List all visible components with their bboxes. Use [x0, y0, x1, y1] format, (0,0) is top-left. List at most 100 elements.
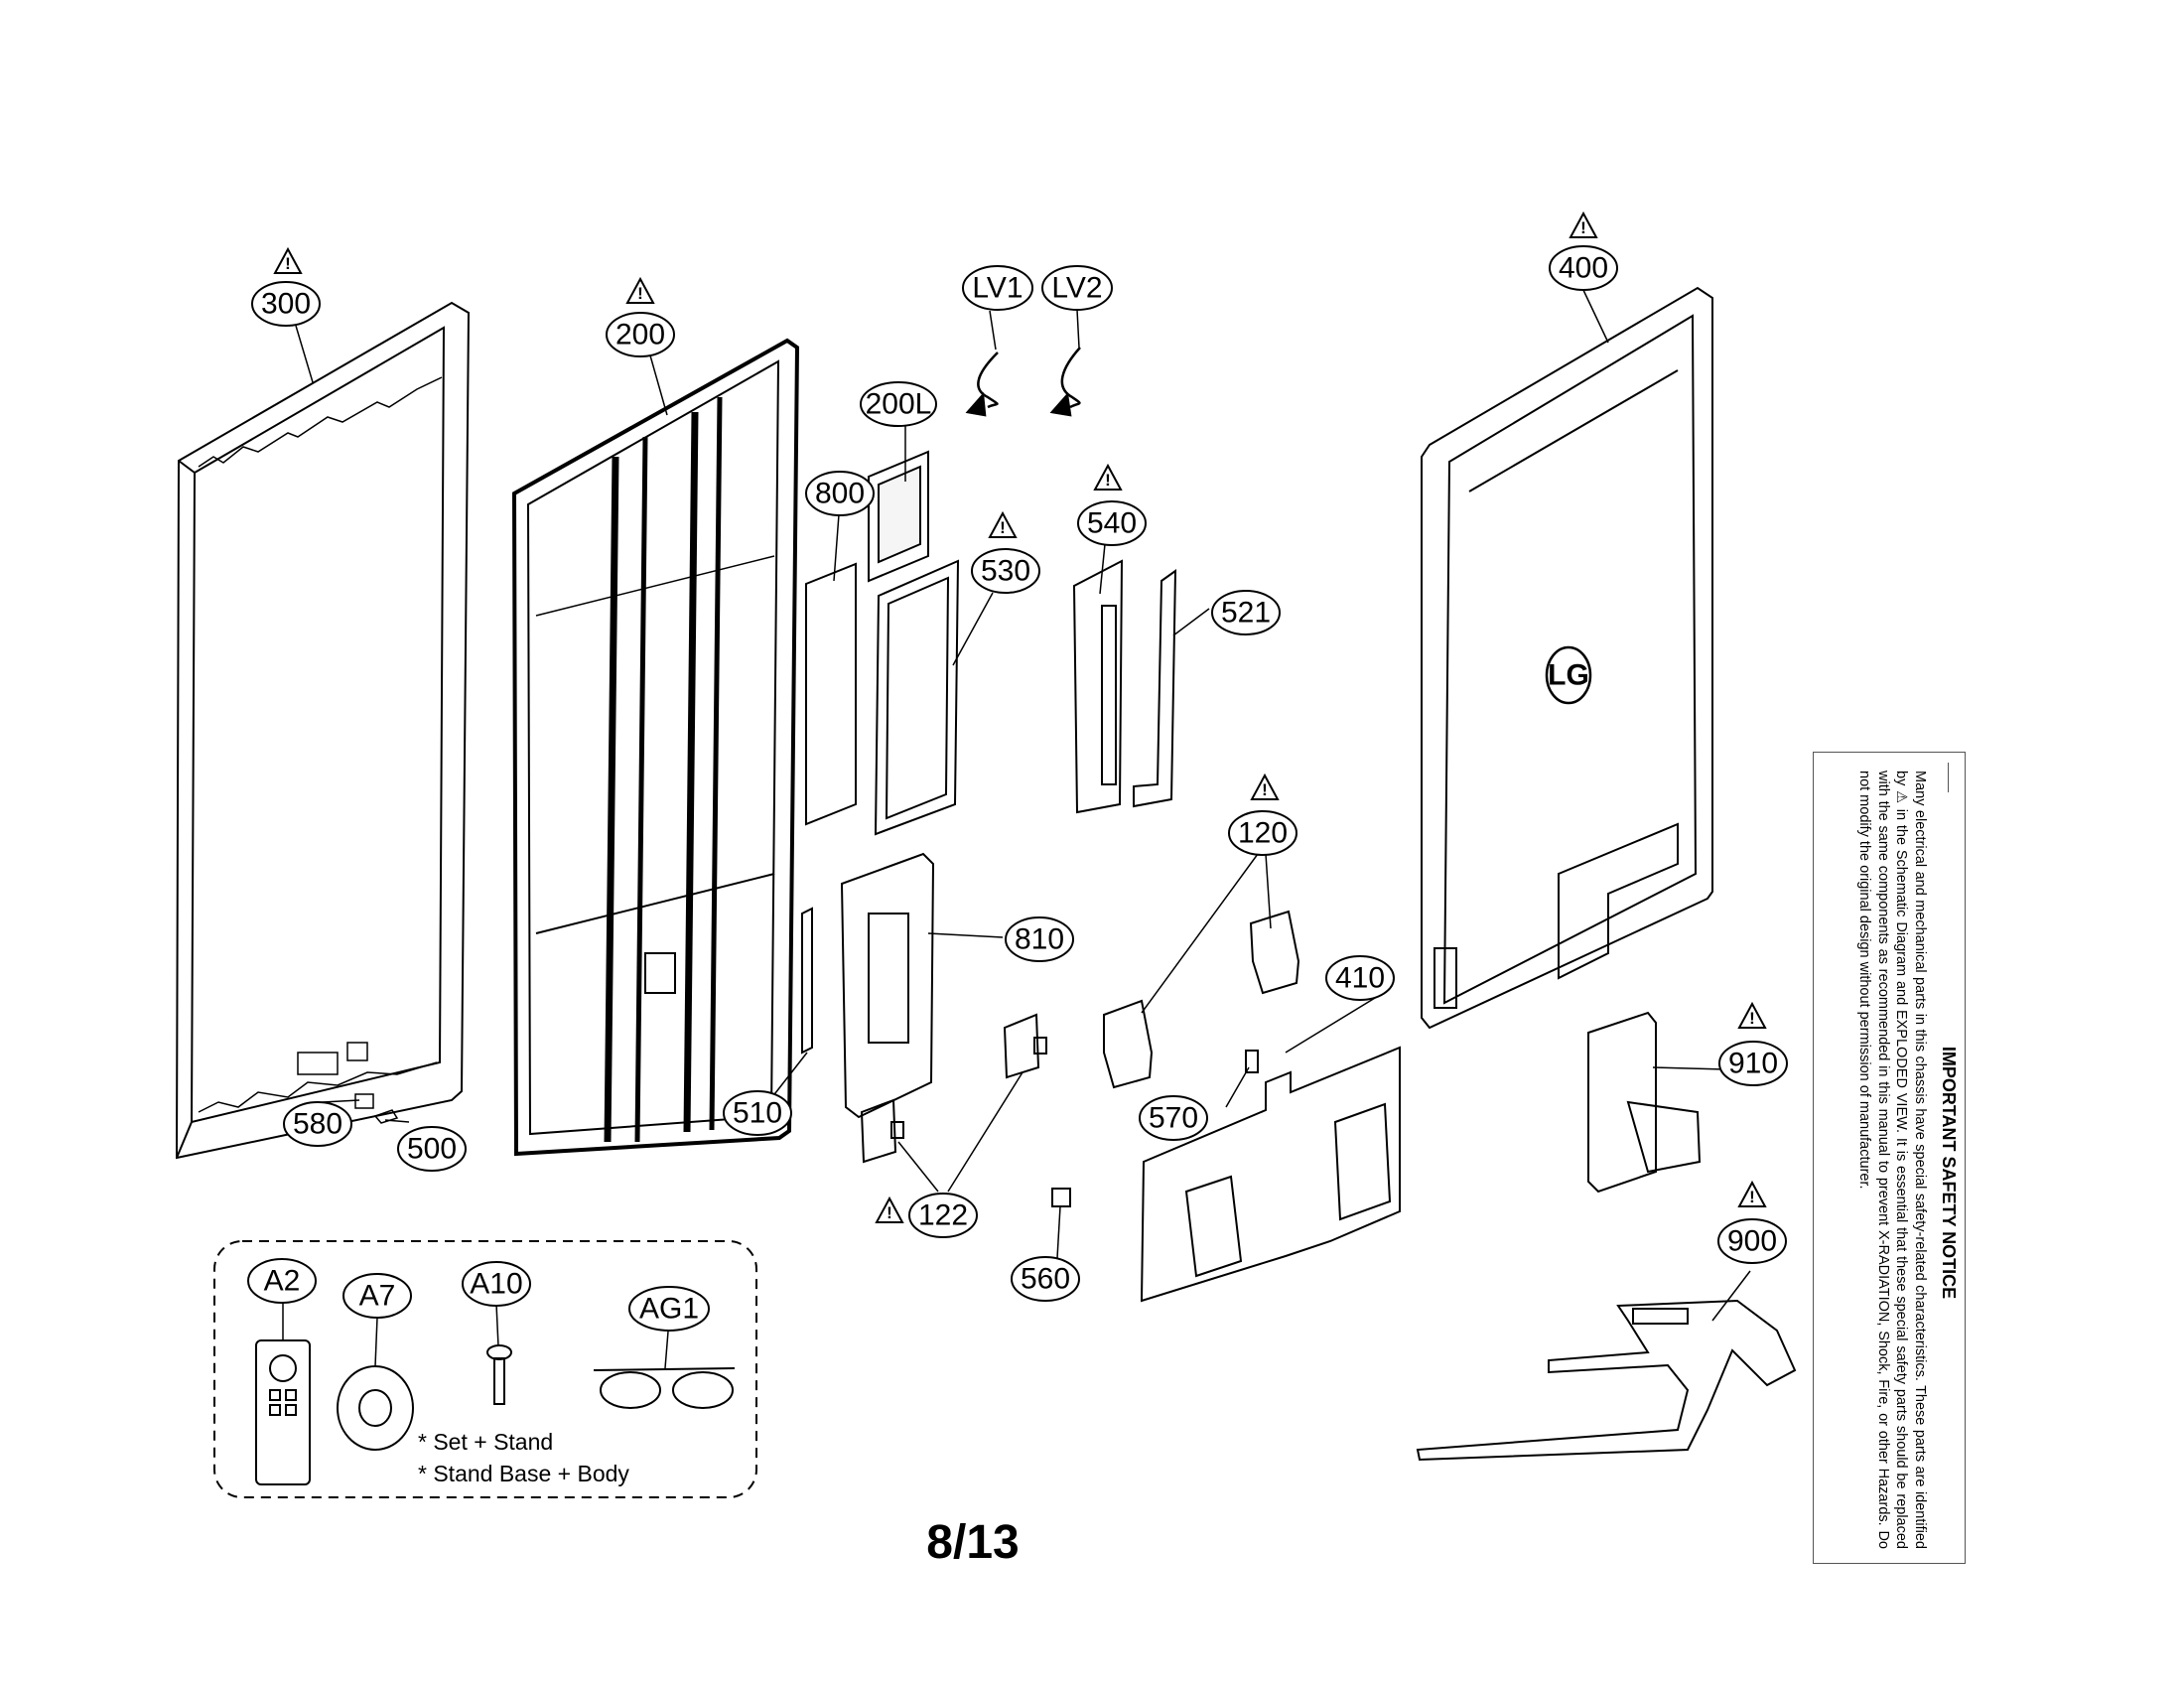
- remote-control-A2: [255, 1339, 311, 1485]
- part-callouts: 300 200 LV1 LV2 400 200L 800 530 540 521…: [247, 245, 1788, 1332]
- svg-text:570: 570: [1149, 1102, 1198, 1135]
- part-540-main-board: [1072, 559, 1124, 814]
- callout-200L: 200L: [860, 381, 937, 427]
- callout-A7: A7: [342, 1273, 412, 1319]
- svg-text:A2: A2: [264, 1265, 301, 1298]
- warning-icon: !: [1251, 774, 1279, 800]
- callout-580: 580: [283, 1101, 352, 1147]
- svg-text:120: 120: [1238, 817, 1288, 850]
- svg-text:800: 800: [815, 478, 865, 510]
- callout-A10: A10: [462, 1261, 531, 1307]
- svg-text:530: 530: [981, 555, 1030, 588]
- callout-120: 120: [1228, 810, 1297, 856]
- svg-text:122: 122: [918, 1199, 968, 1232]
- callout-560: 560: [1011, 1256, 1080, 1302]
- svg-text:!: !: [1262, 780, 1268, 799]
- part-200L-label: [868, 450, 929, 583]
- svg-text:!: !: [285, 254, 291, 273]
- part-800-panel: [805, 562, 857, 826]
- svg-text:540: 540: [1087, 507, 1137, 540]
- callout-910: 910: [1718, 1041, 1788, 1086]
- svg-text:LV1: LV1: [972, 272, 1023, 305]
- svg-text:LV2: LV2: [1051, 272, 1102, 305]
- callout-410: 410: [1325, 955, 1395, 1001]
- svg-text:!: !: [1105, 471, 1111, 490]
- part-120-speaker-left: [1103, 999, 1154, 1089]
- cable-clip-A7: [337, 1365, 414, 1451]
- callout-400: 400: [1549, 245, 1618, 291]
- page-number: 8/13: [926, 1516, 1020, 1569]
- svg-text:!: !: [1580, 218, 1586, 237]
- warning-icon: !: [1738, 1182, 1766, 1207]
- part-lv2-cable: [1049, 347, 1081, 417]
- svg-text:200L: 200L: [866, 388, 932, 421]
- callout-510: 510: [723, 1090, 792, 1136]
- part-410-rear-bracket: [1140, 1046, 1401, 1303]
- warning-icon: !: [626, 278, 654, 304]
- accessory-notes: * Set + Stand * Stand Base + Body: [418, 1429, 629, 1486]
- part-910-stand-neck: [1587, 1011, 1702, 1194]
- safety-notice-body: Many electrical and mechanical parts in …: [1856, 771, 1929, 1549]
- warning-icon: !: [876, 1197, 903, 1223]
- safety-notice-box: IMPORTANT SAFETY NOTICE Many electrical …: [1813, 752, 1966, 1564]
- svg-text:A7: A7: [359, 1280, 396, 1313]
- svg-text:!: !: [637, 284, 643, 303]
- svg-text:510: 510: [733, 1097, 782, 1130]
- warning-icon: !: [1570, 212, 1597, 238]
- part-200-lcd-module: [511, 338, 800, 1157]
- part-300-front-bezel: [175, 301, 471, 1160]
- svg-text:* Stand Base + Body: * Stand Base + Body: [418, 1461, 629, 1486]
- part-400-back-cover: [1421, 286, 1713, 1030]
- part-810-mount-bracket: [840, 852, 935, 1119]
- callout-200: 200: [606, 312, 675, 357]
- callout-122: 122: [908, 1193, 978, 1238]
- part-530-power-board: [874, 559, 960, 836]
- part-lv1-cable: [965, 352, 999, 417]
- callout-lv2: LV2: [1041, 265, 1113, 311]
- safety-warning-icons: ! ! ! ! ! ! ! ! !: [274, 212, 1766, 1223]
- safety-notice-title: IMPORTANT SAFETY NOTICE: [1938, 792, 1959, 1553]
- warning-icon: !: [274, 248, 302, 274]
- callout-530: 530: [971, 548, 1040, 594]
- svg-text:580: 580: [293, 1108, 342, 1141]
- screw-A10: [486, 1344, 512, 1405]
- svg-text:* Set + Stand: * Set + Stand: [418, 1429, 553, 1455]
- callout-570: 570: [1139, 1095, 1208, 1141]
- svg-text:560: 560: [1021, 1263, 1070, 1296]
- part-120-speaker-right: [1249, 910, 1300, 995]
- part-580-component: [354, 1093, 374, 1109]
- part-500-component: [373, 1109, 399, 1124]
- callout-800: 800: [805, 471, 875, 516]
- svg-text:200: 200: [615, 319, 665, 352]
- svg-text:!: !: [1749, 1009, 1755, 1028]
- svg-text:810: 810: [1015, 923, 1064, 956]
- svg-text:500: 500: [407, 1133, 457, 1166]
- part-122-bracket-lower: [860, 1098, 904, 1164]
- callout-900: 900: [1717, 1218, 1787, 1264]
- callout-500: 500: [397, 1126, 467, 1172]
- svg-text:300: 300: [261, 288, 311, 321]
- svg-text:900: 900: [1727, 1225, 1777, 1258]
- leader-lines: [282, 287, 1751, 1369]
- part-900-stand-base: [1416, 1299, 1797, 1462]
- svg-text:400: 400: [1559, 252, 1608, 285]
- callout-810: 810: [1005, 916, 1074, 962]
- 3d-glasses-AG1: [593, 1367, 736, 1409]
- part-570-component: [1245, 1050, 1259, 1073]
- callout-521: 521: [1211, 590, 1281, 635]
- warning-icon: !: [1094, 465, 1122, 491]
- callout-A2: A2: [247, 1258, 317, 1304]
- part-521-bracket: [1133, 569, 1177, 808]
- svg-text:910: 910: [1728, 1048, 1778, 1080]
- lg-logo: LG: [1545, 645, 1592, 705]
- warning-icon: !: [1738, 1003, 1766, 1029]
- callout-lv1: LV1: [962, 265, 1033, 311]
- callout-AG1: AG1: [628, 1286, 710, 1332]
- svg-text:410: 410: [1335, 962, 1385, 995]
- svg-text:!: !: [887, 1203, 892, 1222]
- callout-540: 540: [1077, 500, 1147, 546]
- part-560-component: [1051, 1188, 1071, 1207]
- warning-icon: !: [989, 512, 1017, 538]
- svg-text:A10: A10: [470, 1268, 522, 1301]
